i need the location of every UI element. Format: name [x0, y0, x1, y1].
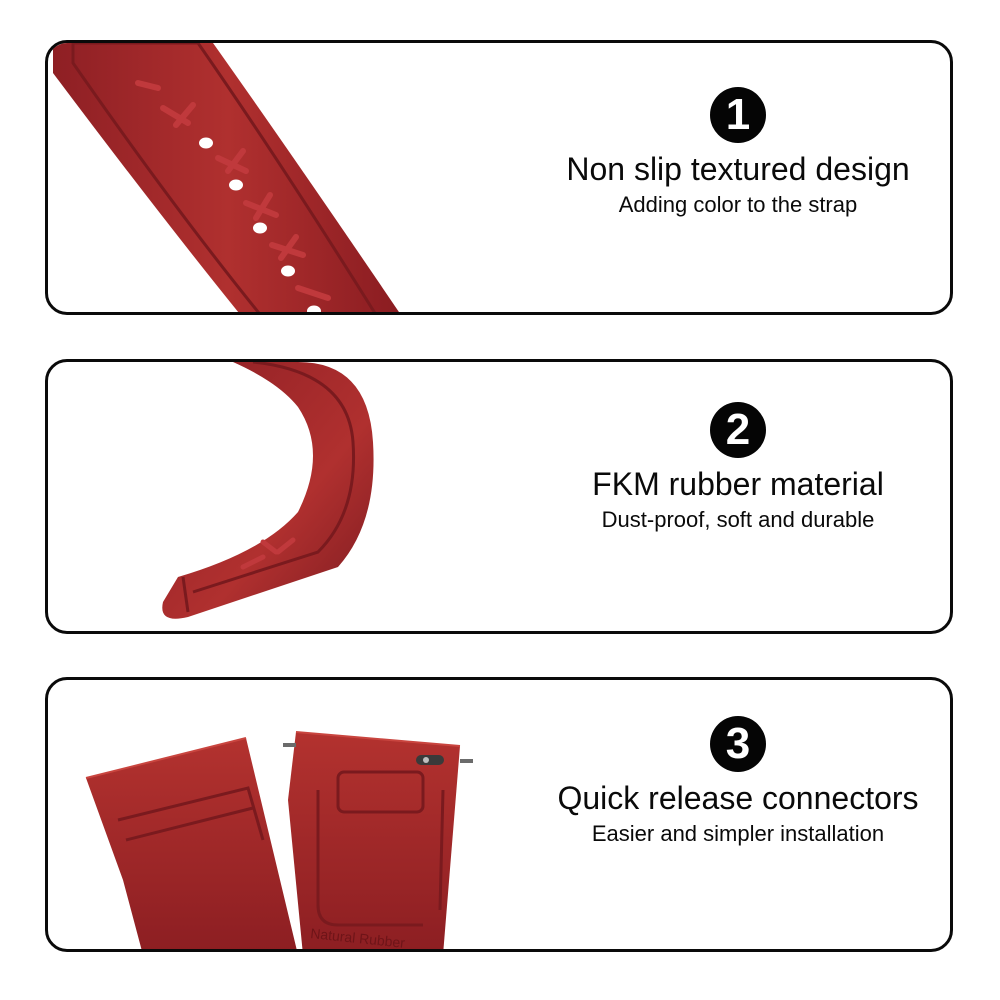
feature-title-3: Quick release connectors [557, 780, 919, 816]
number-badge-3: 3 [710, 716, 766, 772]
feature-subtitle-1: Adding color to the strap [618, 192, 858, 217]
feature-text-3: 3 Quick release connectors Easier and si… [528, 716, 948, 847]
number-badge-2: 2 [710, 402, 766, 458]
feature-subtitle-2: Dust-proof, soft and durable [601, 507, 875, 532]
textured-strap-illustration [53, 43, 399, 312]
feature-card-1: 1 Non slip textured design Adding color … [45, 40, 953, 315]
strap-ends-illustration: Natural Rubber [85, 731, 473, 949]
feature-card-2: 2 FKM rubber material Dust-proof, soft a… [45, 359, 953, 634]
feature-text-1: 1 Non slip textured design Adding color … [528, 87, 948, 218]
bent-strap-illustration [162, 362, 374, 619]
feature-card-3: Natural Rubber 3 Quick release connector… [45, 677, 953, 952]
feature-text-2: 2 FKM rubber material Dust-proof, soft a… [528, 402, 948, 533]
number-badge-1: 1 [710, 87, 766, 143]
feature-title-1: Non slip textured design [566, 151, 910, 187]
feature-subtitle-3: Easier and simpler installation [591, 821, 885, 846]
feature-title-2: FKM rubber material [592, 466, 884, 502]
